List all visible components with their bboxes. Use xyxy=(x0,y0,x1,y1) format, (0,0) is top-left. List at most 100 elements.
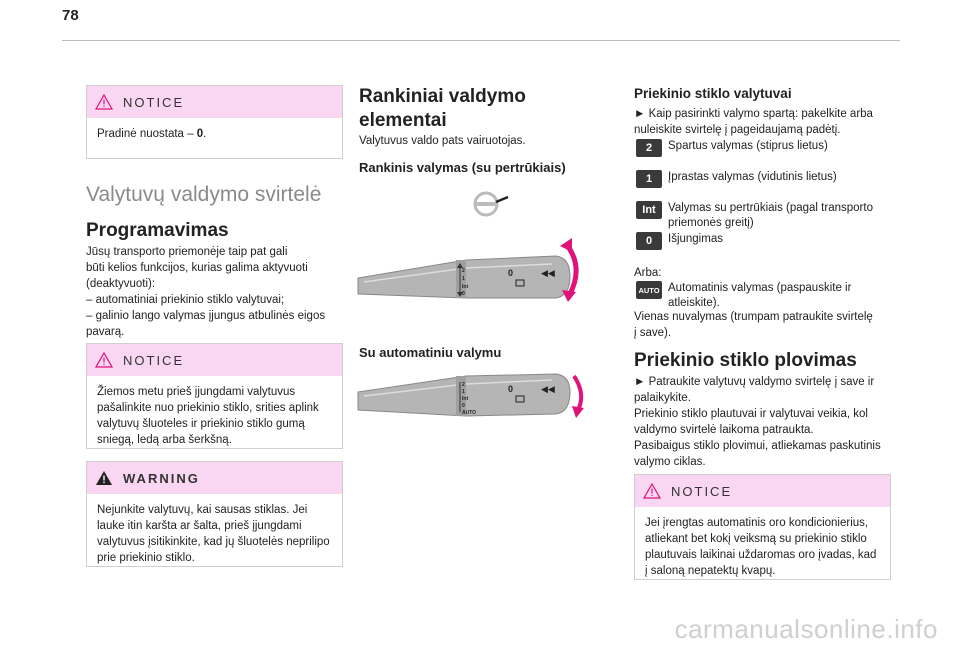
section-title: Valytuvų valdymo svirtelė xyxy=(86,183,322,206)
stalk-label-2: 2 xyxy=(462,382,465,388)
speed-text: Įprastas valymas (vidutinis lietus) xyxy=(668,170,837,185)
notice-label: NOTICE xyxy=(671,483,733,499)
stalk-rear-label: 0 xyxy=(508,268,513,278)
speed-badge-1: 1 xyxy=(636,170,662,188)
text-line: Išjungimas xyxy=(668,233,723,245)
text-line: plautuvais laikinai uždaromas oro įvadas… xyxy=(645,549,877,561)
text-line: Automatinis valymas (paspauskite ir xyxy=(668,282,852,294)
text-line: ► Patraukite valytuvų valdymo svirtelę į… xyxy=(634,376,875,388)
text-line: į saloną nepatektų kvapų. xyxy=(645,565,776,577)
text-line: pašalinkite nuo priekinio stiklo, sritie… xyxy=(97,402,319,414)
auto-row: AUTO Automatinis valymas (paspauskite ir… xyxy=(636,281,851,311)
text-line: būti kelios funkcijos, kurias galima akt… xyxy=(86,262,308,274)
text-line: (deaktyvuoti): xyxy=(86,278,156,290)
rear-wiper-icon xyxy=(515,395,525,403)
warning-label: WARNING xyxy=(123,470,200,486)
text-line: palaikykite. xyxy=(634,392,691,404)
notice-box-default: NOTICE Pradinė nuostata – 0. xyxy=(86,85,343,159)
speed-text: Spartus valymas (stiprus lietus) xyxy=(668,139,828,154)
text-line: nuleiskite svirtelę į pageidaujamą padėt… xyxy=(634,124,841,136)
manual-controls-subtitle: Valytuvus valdo pats vairuotojas. xyxy=(359,135,526,147)
speed-text: Valymas su pertrūkiais (pagal transporto… xyxy=(668,201,873,231)
manual-controls-title: Rankiniai valdymo elementai xyxy=(359,85,526,133)
single-wipe-text: Vienas nuvalymas (trumpam patraukite svi… xyxy=(634,309,904,341)
stalk-label-1: 1 xyxy=(462,276,465,282)
wipers-intro: ► Kaip pasirinkti valymo spartą: pakelki… xyxy=(634,106,904,138)
notice-label: NOTICE xyxy=(123,94,185,110)
notice-text-suffix: . xyxy=(203,128,207,140)
notice-header: NOTICE xyxy=(87,344,342,376)
text-line: Jei įrengtas automatinis oro kondicionie… xyxy=(645,517,869,529)
text-line: Pasibaigus stiklo plovimui, atliekamas p… xyxy=(634,440,881,452)
speed-row-1: 1 Įprastas valymas (vidutinis lietus) xyxy=(636,170,837,188)
stalk-label-2: 2 xyxy=(462,268,465,274)
wiper-stalk-manual-illustration: 2 1 Int 0 0 ◀◀ xyxy=(357,238,579,302)
text-line: valymo ciklas. xyxy=(634,456,706,468)
watermark: carmanualsonline.info xyxy=(674,614,938,644)
warning-triangle-icon xyxy=(96,471,112,485)
text-line: Priekinio stiklo plautuvai ir valytuvai … xyxy=(634,408,868,420)
text-line: Spartus valymas (stiprus lietus) xyxy=(668,140,828,152)
text-line: valytuvų šluoteles ir priekinio stiklo g… xyxy=(97,418,305,430)
auto-text: Automatinis valymas (paspauskite ir atle… xyxy=(668,281,851,311)
text-line: Vienas nuvalymas (trumpam patraukite svi… xyxy=(634,311,873,323)
rear-wiper-icon xyxy=(515,279,525,287)
stalk-rear-label: 0 xyxy=(508,384,513,394)
automatic-wiping-title: Su automatiniu valymu xyxy=(359,345,502,360)
notice-label: NOTICE xyxy=(123,352,185,368)
text-line: valytuvus įsitikinkite, kad jų šluotelės… xyxy=(97,536,330,548)
text-line: ► Kaip pasirinkti valymo spartą: pakelki… xyxy=(634,108,873,120)
header-rule xyxy=(62,40,900,41)
washer-title: Priekinio stiklo plovimas xyxy=(634,350,857,371)
warning-header: WARNING xyxy=(87,462,342,494)
text-line: pavarą. xyxy=(86,326,125,338)
programming-title: Programavimas xyxy=(86,220,229,241)
warning-text: Nejunkite valytuvų, kai sausas stiklas. … xyxy=(87,494,342,574)
text-line: valdymo svirtelė laikoma patraukta. xyxy=(634,424,814,436)
caution-triangle-icon xyxy=(95,94,113,110)
washer-text: ► Patraukite valytuvų valdymo svirtelę į… xyxy=(634,374,909,470)
speed-row-int: Int Valymas su pertrūkiais (pagal transp… xyxy=(636,201,873,231)
text-line: Valymas su pertrūkiais (pagal transporto xyxy=(668,202,873,214)
text-line: į save). xyxy=(634,327,672,339)
steering-wheel-icon xyxy=(473,191,509,217)
speed-badge-0: 0 xyxy=(636,232,662,250)
text-line: sniegą, ledą arba šerkšną. xyxy=(97,434,232,446)
stalk-label-1: 1 xyxy=(462,389,465,395)
text-line: prie priekinio stiklo. xyxy=(97,552,195,564)
caution-triangle-icon xyxy=(95,352,113,368)
notice-text-prefix: Pradinė nuostata – xyxy=(97,128,197,140)
text-line: Jūsų transporto priemonėje taip pat gali xyxy=(86,246,288,258)
text-line: Įprastas valymas (vidutinis lietus) xyxy=(668,171,837,183)
text-line: lauke itin karšta ar šalta, prieš įjungd… xyxy=(97,520,302,532)
washer-spray-icon: ◀◀ xyxy=(541,269,555,279)
notice-text-value: 0 xyxy=(196,128,204,140)
washer-spray-icon: ◀◀ xyxy=(541,385,555,395)
or-label: Arba: xyxy=(634,267,662,279)
speed-row-0: 0 Išjungimas xyxy=(636,232,723,250)
text-line: Nejunkite valytuvų, kai sausas stiklas. … xyxy=(97,504,308,516)
speed-row-2: 2 Spartus valymas (stiprus lietus) xyxy=(636,139,828,157)
title-line: Rankiniai valdymo xyxy=(359,86,526,107)
speed-text: Išjungimas xyxy=(668,232,723,247)
text-line: atleiskite). xyxy=(668,297,720,309)
notice-box-winter: NOTICE Žiemos metu prieš įjungdami valyt… xyxy=(86,343,343,449)
stalk-label-int: Int xyxy=(462,284,468,290)
text-line: priemonės greitį) xyxy=(668,217,754,229)
notice-box-aircon: NOTICE Jei įrengtas automatinis oro kond… xyxy=(634,474,891,580)
notice-header: NOTICE xyxy=(87,86,342,118)
text-line: – automatiniai priekinio stiklo valytuva… xyxy=(86,294,285,306)
wiper-stalk-auto-illustration: 2 1 Int 0 AUTO 0 ◀◀ xyxy=(357,373,584,418)
text-line: atliekant bet kokį veiksmą su priekinio … xyxy=(645,533,867,545)
notice-text: Jei įrengtas automatinis oro kondicionie… xyxy=(635,507,890,587)
text-line: – galinio lango valymas įjungus atbulinė… xyxy=(86,310,326,322)
auto-badge: AUTO xyxy=(636,281,662,299)
stalk-label-int: Int xyxy=(462,396,468,402)
stalk-label-0: 0 xyxy=(462,403,465,409)
programming-text: Jūsų transporto priemonėje taip pat gali… xyxy=(86,244,346,340)
manual-wiping-title: Rankinis valymas (su pertrūkiais) xyxy=(359,160,566,175)
notice-header: NOTICE xyxy=(635,475,890,507)
page-number: 78 xyxy=(62,7,79,24)
notice-text: Žiemos metu prieš įjungdami valytuvus pa… xyxy=(87,376,342,456)
text-line: Žiemos metu prieš įjungdami valytuvus xyxy=(97,386,296,398)
